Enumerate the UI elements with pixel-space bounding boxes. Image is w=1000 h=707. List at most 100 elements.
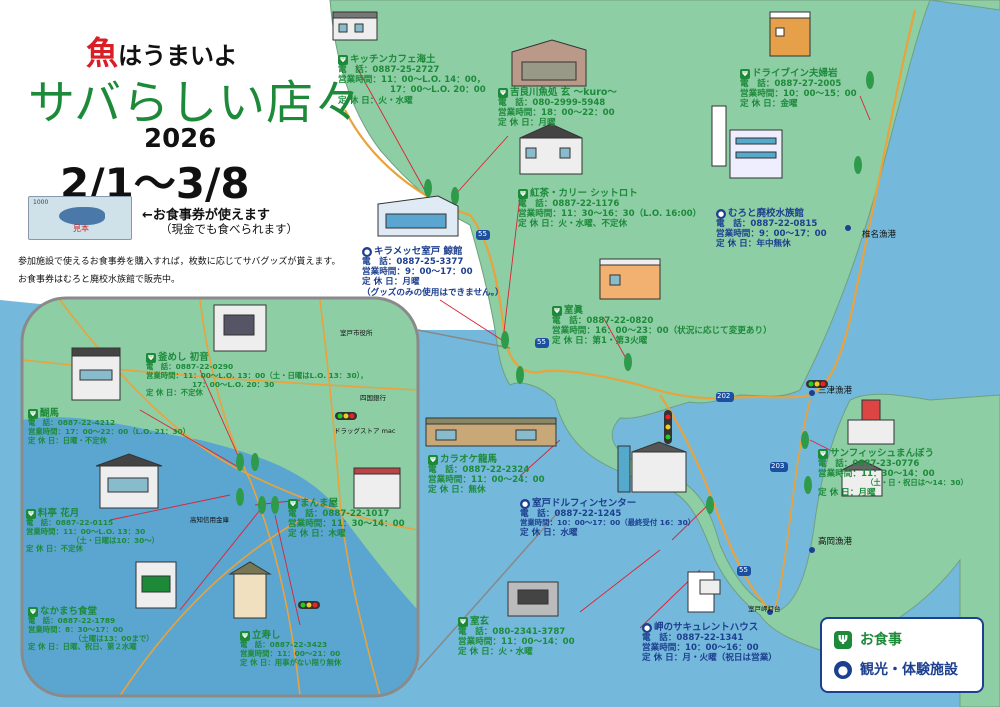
shop-closed: 定 休 日：火・水曜 xyxy=(338,95,413,106)
shop-closed: 定 休 日：日曜、祝日、第２水曜 xyxy=(28,642,137,652)
info-panel xyxy=(0,0,500,330)
mitsu-port-marker xyxy=(809,390,815,396)
shop-aquarium[interactable]: ●むろと廃校水族館 電 話：0887-22-0815 営業時間：9：00～17：… xyxy=(716,208,827,250)
shop-tel: 電 話：0887-22-0290 xyxy=(146,362,234,372)
shop-tel: 電 話：0887-27-2005 xyxy=(740,79,842,90)
shop-name: 料亭 花月 xyxy=(38,508,80,519)
shop-hours: 営業時間：17：00～22：00（L.O. 21：30） xyxy=(28,426,191,436)
shop-closed: 定 休 日：月曜 xyxy=(498,118,556,129)
label-city-hall: 室戸市役所 xyxy=(340,329,373,337)
label-drugstore: ドラッグストア mac xyxy=(334,427,396,435)
fork-knife-icon: Ψ xyxy=(338,54,348,65)
legend-sight-label: 観光・体験施設 xyxy=(860,662,958,678)
inset-connector-bottom xyxy=(417,509,561,671)
shop-name: ドライブイン夫婦岩 xyxy=(752,68,838,79)
fork-knife-icon: Ψ xyxy=(818,448,828,459)
lighthouse-marker xyxy=(767,609,773,615)
shop-kiramesse[interactable]: ●キラメッセ室戸 鯨館 電 話：0887-25-3377 営業時間：9：00～1… xyxy=(362,246,504,298)
shop-hours: 営業時間：11：30～14：00 xyxy=(818,469,935,480)
route-55-south xyxy=(659,394,771,611)
shop-tel: 電 話：0887-22-2324 xyxy=(428,465,530,476)
shop-hours-2: （土曜は13：00まで） xyxy=(74,633,154,643)
eye-icon: ● xyxy=(520,498,530,509)
fork-knife-icon: Ψ xyxy=(740,68,750,79)
label-mitsu-port: 三津漁港 xyxy=(818,386,853,396)
tree-markers xyxy=(236,71,874,514)
shop-hours: 営業時間：9：00～17：00 xyxy=(716,229,827,240)
note-ticket-sale: お食事券はむろと廃校水族館で販売中。 xyxy=(18,275,181,285)
fork-knife-icon: Ψ xyxy=(240,630,250,641)
shop-name: キッチンカフェ海土 xyxy=(350,54,436,65)
shop-hours: 営業時間：11：00～L.O. 13：00（土・日曜はL.O. 13：30）， xyxy=(146,370,368,380)
fork-knife-icon: Ψ xyxy=(428,454,438,465)
shop-hours: 営業時間：11：30～14：00 xyxy=(288,519,405,530)
fish-icon xyxy=(59,207,105,225)
event-year: 2026 xyxy=(144,124,217,154)
shop-hours: 営業時間：18：00～22：00 xyxy=(498,108,615,119)
shop-hours: 営業時間：10：00～17：00（最終受付 16：30） xyxy=(520,518,696,528)
takaoka-port-marker xyxy=(809,547,815,553)
logo-text: はうまいよ xyxy=(118,41,238,70)
shop-closed: 定 休 日：不定休 xyxy=(146,388,203,398)
peninsula-land xyxy=(329,0,1000,707)
route-202-shield: 202 xyxy=(717,392,731,400)
shop-tel: 電 話：0887-22-0815 xyxy=(716,219,818,230)
label-takaoka-port: 高岡漁港 xyxy=(818,537,853,547)
shop-name: 吉良川魚処 玄 ～kuro～ xyxy=(510,87,617,98)
shop-dolphin-center[interactable]: ●室戸ドルフィンセンター 電 話：0887-22-1245 営業時間：10：00… xyxy=(520,498,695,538)
route-55-shield-north: 55 xyxy=(478,230,487,238)
shop-closed: 定 休 日：金曜 xyxy=(740,99,798,110)
shop-hours: 営業時間：10：00～15：00 xyxy=(740,89,857,100)
shop-hours: 営業時間：11：00～L.O. 14：00， xyxy=(338,75,486,86)
fork-knife-icon: Ψ xyxy=(552,305,562,316)
traffic-lights xyxy=(298,380,828,609)
fork-knife-icon: Ψ xyxy=(28,606,38,617)
ticket-label: 見本 xyxy=(73,224,89,233)
shop-hours: 営業時間：11：00～L.O. 13：30 xyxy=(26,526,146,536)
shop-closed: 定 休 日：月曜 xyxy=(818,488,876,499)
shop-name: サンフィッシュまんぼう xyxy=(830,448,935,459)
fork-knife-icon: Ψ xyxy=(288,498,298,509)
shop-tel: 電 話：0887-23-0776 xyxy=(818,459,920,470)
shop-name: 室眞 xyxy=(564,305,584,316)
shop-hours: 営業時間：11：00～21：00 xyxy=(240,648,341,658)
route-shields xyxy=(476,230,788,576)
shop-hours: 営業時間：10：00～16：00 xyxy=(642,643,759,654)
fork-knife-icon: Ψ xyxy=(834,631,852,649)
shop-name: 紅茶・カリー シットロト xyxy=(530,188,638,199)
shop-name: 立寿し xyxy=(252,630,281,641)
shop-name: むろと廃校水族館 xyxy=(728,208,805,219)
shop-tel: 電 話：0887-22-0820 xyxy=(552,316,654,327)
shop-tel: 電 話：0887-25-2727 xyxy=(338,65,440,76)
shop-closed: 定 休 日：不定休 xyxy=(26,544,83,554)
eye-icon: ● xyxy=(834,661,852,679)
shop-succulent-house[interactable]: ●岬のサキュレントハウス 電 話：0887-22-1341 営業時間：10：00… xyxy=(642,622,777,664)
shop-hours-2: （土・日・祝日は～14：30） xyxy=(866,478,968,488)
label-shiina-port: 椎名漁港 xyxy=(862,230,897,240)
shop-hours: 営業時間：9：00～17：00 xyxy=(362,267,473,278)
shop-closed: 定 休 日：月曜 xyxy=(362,277,420,288)
shop-hours: 営業時間：11：00～14：00 xyxy=(458,637,575,648)
inset-connector-top xyxy=(417,329,511,349)
shop-tel: 電 話：0887-22-0115 xyxy=(26,518,114,528)
shop-closed: 定 休 日：日曜・不定休 xyxy=(28,435,108,445)
page-title: サバらしい店々 xyxy=(28,76,363,131)
shop-hours: 営業時間：11：00～24：00 xyxy=(428,475,545,486)
shop-closed: 定 休 日：月・火曜（祝日は営業） xyxy=(642,653,777,664)
